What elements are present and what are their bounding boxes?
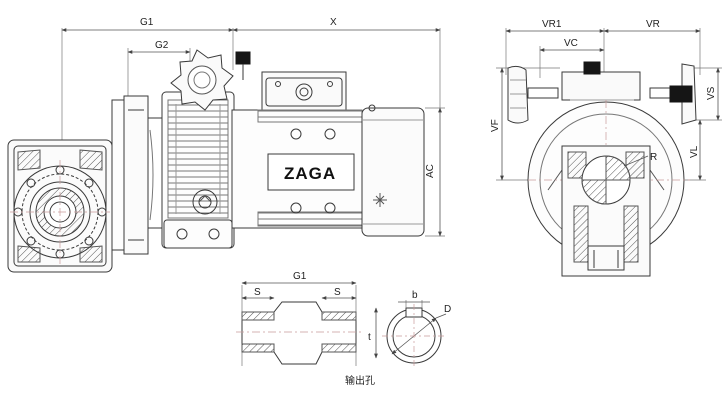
variator-top	[561, 61, 641, 101]
dimension-ac	[425, 107, 445, 237]
label-d: D	[444, 304, 451, 315]
end-view	[496, 28, 722, 277]
side-knob-left	[507, 65, 559, 124]
label-g2: G2	[155, 40, 169, 51]
label-vf: VF	[490, 119, 501, 132]
side-knob-right	[649, 63, 697, 125]
label-vc: VC	[564, 38, 578, 49]
label-vl: VL	[689, 145, 700, 158]
shaft-section	[236, 281, 447, 368]
label-g1-top: G1	[140, 17, 154, 28]
label-x: X	[330, 17, 337, 28]
motor	[231, 71, 425, 237]
label-s-right: S	[334, 287, 341, 298]
label-g1-shaft: G1	[293, 271, 307, 282]
dimension-g1	[61, 28, 234, 150]
label-b: b	[412, 290, 418, 301]
handwheel	[170, 49, 251, 111]
label-vs: VS	[706, 86, 717, 100]
end-gearbox	[561, 145, 651, 277]
label-t: t	[368, 332, 371, 343]
side-view	[7, 28, 447, 368]
label-s-left: S	[254, 287, 261, 298]
worm-gearbox	[7, 139, 113, 273]
dimension-x	[232, 28, 441, 110]
dimension-vr	[505, 28, 701, 95]
label-vr1: VR1	[542, 19, 562, 30]
label-vr: VR	[646, 19, 660, 30]
motor-brand: ZAGA	[284, 164, 336, 183]
label-ac: AC	[425, 164, 436, 178]
variator-body	[161, 91, 235, 249]
label-r: R	[650, 152, 657, 163]
shaft-caption: 输出孔	[345, 374, 375, 387]
coupling-flange	[111, 95, 163, 255]
